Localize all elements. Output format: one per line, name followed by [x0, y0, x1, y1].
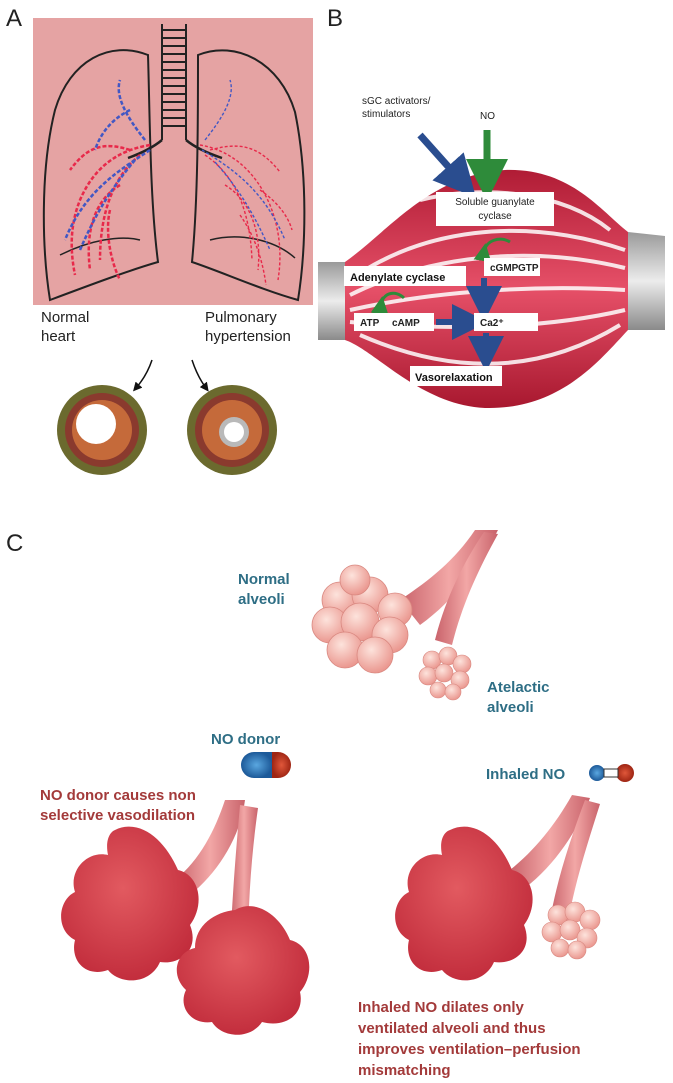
atp-camp-box	[354, 313, 434, 331]
normal-alveoli-line2: alveoli	[238, 591, 285, 608]
inhaled-desc-line3: improves ventilation–perfusion	[358, 1041, 581, 1058]
adenylate-box	[344, 266, 466, 286]
panel-a-letter: A	[6, 5, 22, 32]
normal-alveoli-line1: Normal	[238, 571, 290, 588]
inhaled-no-label: Inhaled NO	[486, 766, 566, 783]
camp-label: cAMP	[392, 318, 420, 329]
donor-desc-line1: NO donor causes non	[40, 787, 196, 804]
ca-box	[474, 313, 538, 331]
inhaled-no-molecule-icon	[589, 764, 634, 782]
bottom-left-airway	[61, 800, 310, 1035]
lungs-illustration	[33, 18, 313, 305]
atelactic-line2: alveoli	[487, 699, 534, 716]
inhaled-desc-line4: mismatching	[358, 1062, 451, 1079]
vasorelaxation-label: Vasorelaxation	[415, 372, 493, 384]
adenylate-label: Adenylate cyclase	[350, 272, 445, 284]
atp-camp-arrow	[370, 291, 406, 316]
dilated-ventilated-alveoli	[395, 826, 533, 981]
no-label: NO	[480, 111, 495, 122]
cgmp-gtp-box	[484, 258, 540, 276]
arrow-ph	[191, 359, 209, 392]
ph-label-line1: Pulmonary	[205, 309, 277, 326]
normal-vessel-cross-section	[57, 385, 147, 475]
donor-desc-line2: selective vasodilation	[40, 807, 195, 824]
atelactic-alveoli-cluster	[418, 646, 472, 701]
panel-b-letter: B	[327, 5, 343, 32]
ca-label: Ca2⁺	[480, 318, 504, 329]
panel-c-letter: C	[6, 530, 23, 557]
no-donor-label: NO donor	[211, 731, 280, 748]
atp-label: ATP	[360, 318, 380, 329]
dilated-alveoli-left	[61, 826, 199, 981]
soluble-gc-box	[436, 192, 554, 226]
inhaled-desc-line1: Inhaled NO dilates only	[358, 999, 525, 1016]
no-donor-capsule-icon	[241, 752, 291, 778]
normal-label-line2: heart	[41, 328, 76, 345]
soluble-gc-line1: Soluble guanylate	[455, 197, 535, 208]
normal-label-line1: Normal	[41, 309, 89, 326]
gtp-cgmp-arrow	[473, 237, 511, 263]
arrow-normal	[133, 359, 153, 392]
atelactic-line1: Atelactic	[487, 679, 550, 696]
dilated-alveoli-right	[176, 906, 310, 1035]
bottom-right-airway	[395, 795, 601, 981]
inhaled-desc-line2: ventilated alveoli and thus	[358, 1020, 546, 1037]
sgc-label-line2: stimulators	[362, 109, 410, 120]
soluble-gc-line2: cyclase	[478, 211, 512, 222]
vasorelaxation-box	[410, 366, 502, 386]
sgc-arrow	[417, 132, 476, 198]
top-airway	[311, 530, 498, 701]
collapsed-alveoli-cluster	[541, 901, 601, 960]
gtp-label: GTP	[518, 263, 539, 274]
ph-vessel-cross-section	[187, 385, 277, 475]
sgc-label-line1: sGC activators/	[362, 96, 431, 107]
normal-alveoli-cluster	[311, 564, 413, 674]
cgmp-label: cGMP	[490, 263, 519, 274]
ph-label-line2: hypertension	[205, 328, 291, 345]
